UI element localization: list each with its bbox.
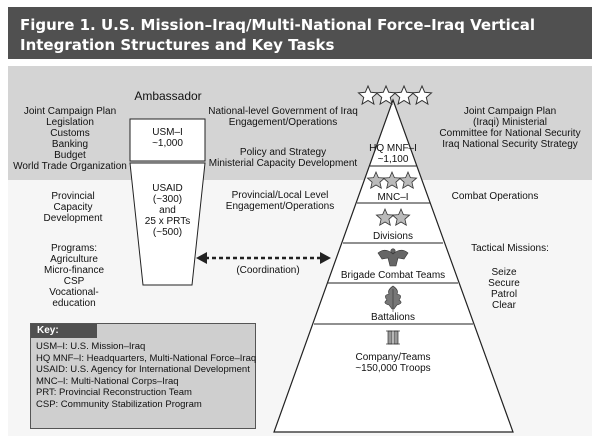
- eagle-icon: [377, 248, 409, 267]
- key-line: PRT: Provincial Reconstruction Team: [36, 387, 192, 399]
- usaid-line: 25 x PRTs: [144, 216, 191, 227]
- list-item: Patrol: [490, 289, 518, 300]
- center-line: Ministerial Capacity Development: [208, 158, 358, 169]
- ambassador-label: Ambassador: [134, 89, 202, 103]
- list-item: Agriculture: [50, 254, 98, 265]
- usaid-trapezoid: [129, 162, 206, 286]
- three-star-icon: [366, 170, 418, 190]
- key-line: USAID: U.S. Agency for International Dev…: [36, 364, 250, 376]
- pyramid-divisions-label: Divisions: [372, 231, 413, 242]
- pyramid-hq-label: HQ MNF–I~1,100: [353, 143, 433, 165]
- key-line: CSP: Community Stabilization Program: [36, 398, 202, 410]
- title-bar: Figure 1. U.S. Mission–Iraq/Multi-Nation…: [8, 7, 592, 59]
- hq-line: HQ MNF–I: [369, 143, 417, 154]
- list-item: Customs: [50, 128, 90, 139]
- center-line: Policy and Strategy: [239, 147, 327, 158]
- list-item: Micro-finance: [43, 265, 105, 276]
- captain-bars-icon: [386, 330, 400, 345]
- pyramid-mnc-label: MNC–I: [377, 192, 409, 203]
- hq-line: ~1,100: [377, 154, 409, 165]
- four-star-icon: [357, 84, 433, 106]
- two-star-icon: [375, 207, 411, 227]
- usaid-line: and: [159, 205, 176, 216]
- list-item: Banking: [51, 139, 89, 150]
- list-item: Provincial: [51, 191, 95, 202]
- list-item: education: [52, 298, 96, 309]
- pyramid-company-label: Company/Teams~150,000 Troops: [328, 352, 458, 374]
- usm-box: [129, 118, 206, 162]
- oak-leaf-icon: [384, 285, 402, 312]
- center-line: National-level Government of Iraq: [208, 106, 358, 117]
- key-line: USM–I: U.S. Mission–Iraq: [36, 341, 146, 352]
- center-line: Engagement/Operations: [225, 201, 335, 212]
- company-line: ~150,000 Troops: [355, 363, 431, 374]
- combat-operations-label: Combat Operations: [451, 191, 539, 202]
- usm-box-text: USM–I~1,000: [130, 127, 205, 149]
- center-line: Engagement/Operations: [228, 117, 338, 128]
- usm-line: ~1,000: [152, 138, 183, 149]
- list-item: Legislation: [46, 117, 94, 128]
- list-item: Budget: [54, 150, 86, 161]
- list-item: Joint Campaign Plan: [463, 106, 557, 117]
- pyramid-bct-label: Brigade Combat Teams: [340, 270, 446, 281]
- list-item: Iraq National Security Strategy: [442, 139, 578, 150]
- coordination-label: (Coordination): [236, 265, 300, 276]
- key-line: HQ MNF–I: Headquarters, Multi-National F…: [36, 352, 257, 364]
- list-item: Joint Campaign Plan: [23, 106, 117, 117]
- list-item: Vocational-: [49, 287, 99, 298]
- pyramid-battalions-label: Battalions: [371, 312, 415, 323]
- coordination-arrow: [196, 252, 331, 264]
- list-item: Seize: [491, 267, 517, 278]
- key-line: MNC–I: Multi-National Corps–Iraq: [36, 375, 179, 387]
- usm-line: USM–I: [152, 127, 183, 138]
- list-item: Committee for National Security: [439, 128, 581, 139]
- list-item: World Trade Organization: [13, 161, 127, 172]
- list-item: Clear: [492, 300, 516, 311]
- usaid-line: USAID: [152, 183, 183, 194]
- company-line: Company/Teams: [355, 352, 431, 363]
- tactical-missions-label: Tactical Missions:: [471, 243, 549, 254]
- list-item: CSP: [63, 276, 85, 287]
- usaid-line: (~300): [152, 194, 183, 205]
- list-item: (Iraqi) Ministerial: [473, 117, 547, 128]
- list-item: Capacity: [53, 202, 93, 213]
- top-band: [8, 66, 592, 180]
- list-item: Secure: [488, 278, 520, 289]
- list-item: Development: [43, 213, 103, 224]
- key-heading: Key:: [31, 324, 97, 338]
- usaid-line: (~500): [152, 227, 183, 238]
- list-item: Programs:: [50, 243, 98, 254]
- center-line: Provincial/Local Level: [231, 190, 329, 201]
- figure-title: Figure 1. U.S. Mission–Iraq/Multi-Nation…: [20, 16, 535, 54]
